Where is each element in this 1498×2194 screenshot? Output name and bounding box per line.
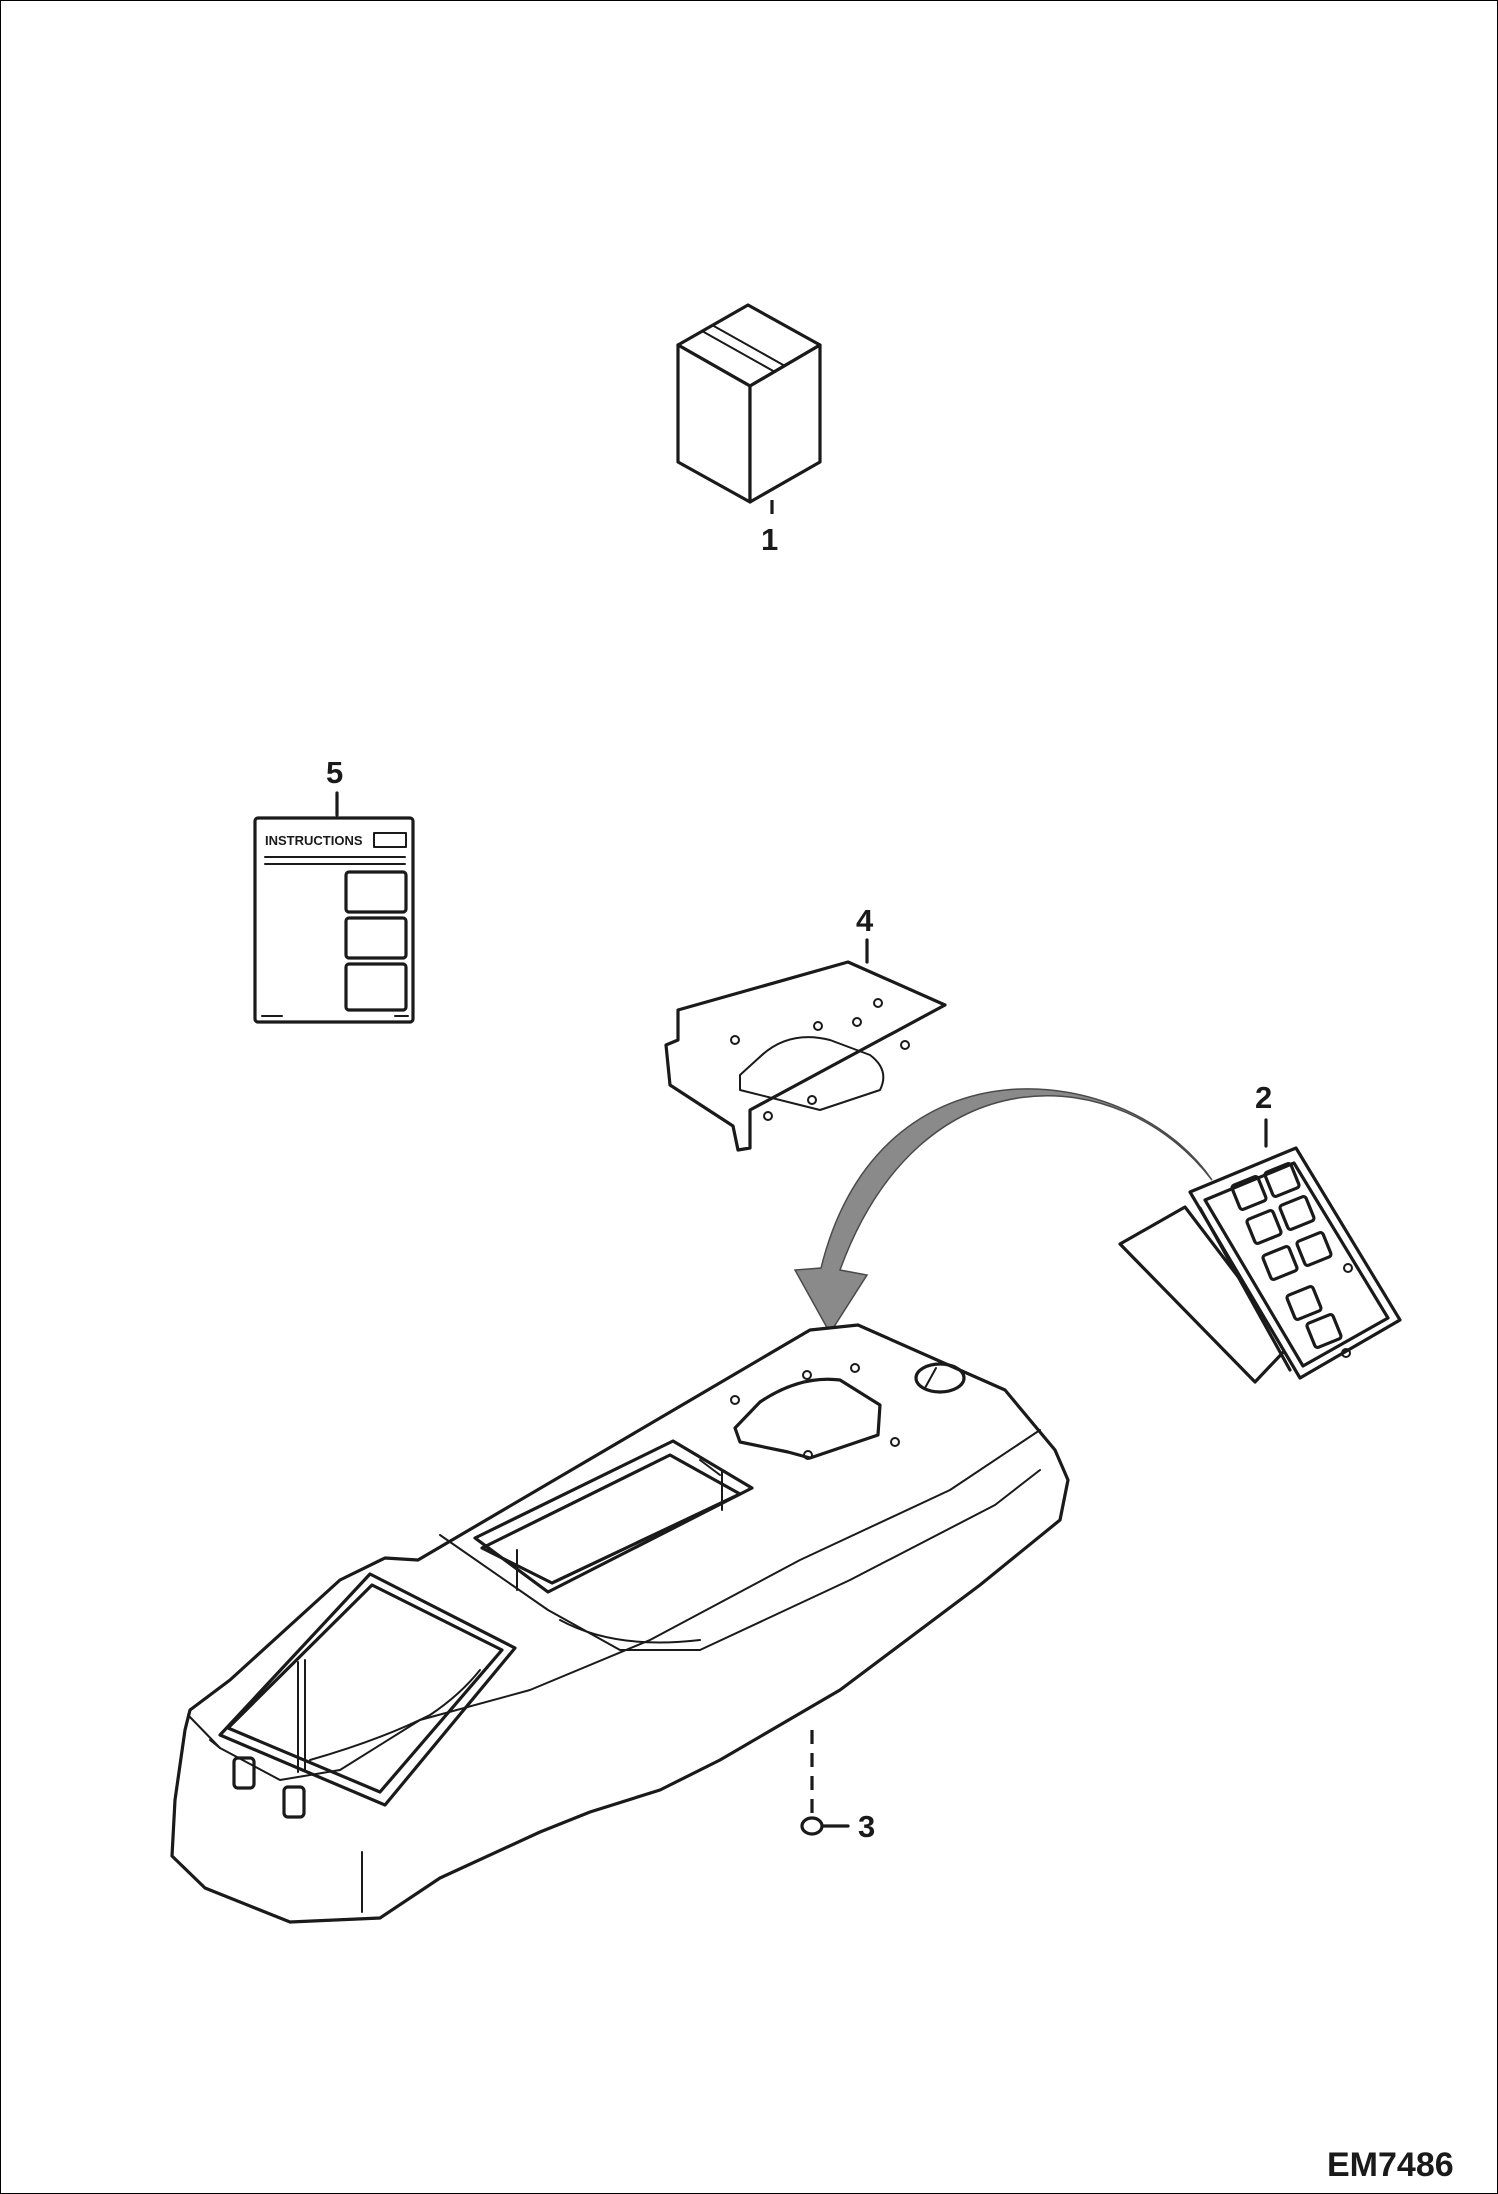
assembly-arrow bbox=[793, 1088, 1213, 1335]
drawing-code: EM7486 bbox=[1327, 2146, 1454, 2184]
callout-5: 5 bbox=[326, 755, 343, 790]
callout-2: 2 bbox=[1255, 1080, 1272, 1115]
kit-box bbox=[676, 303, 822, 504]
mounting-plate bbox=[664, 960, 947, 1152]
callout-3: 3 bbox=[858, 1809, 875, 1844]
retainer-clip bbox=[800, 1816, 850, 1836]
callout-4: 4 bbox=[856, 903, 874, 938]
instruction-sheet: INSTRUCTIONS bbox=[253, 816, 415, 1024]
instruction-sheet-title: INSTRUCTIONS bbox=[265, 833, 363, 848]
console-housing bbox=[170, 1323, 1070, 1924]
switch-panel bbox=[1118, 1146, 1402, 1384]
callout-1: 1 bbox=[761, 522, 778, 557]
